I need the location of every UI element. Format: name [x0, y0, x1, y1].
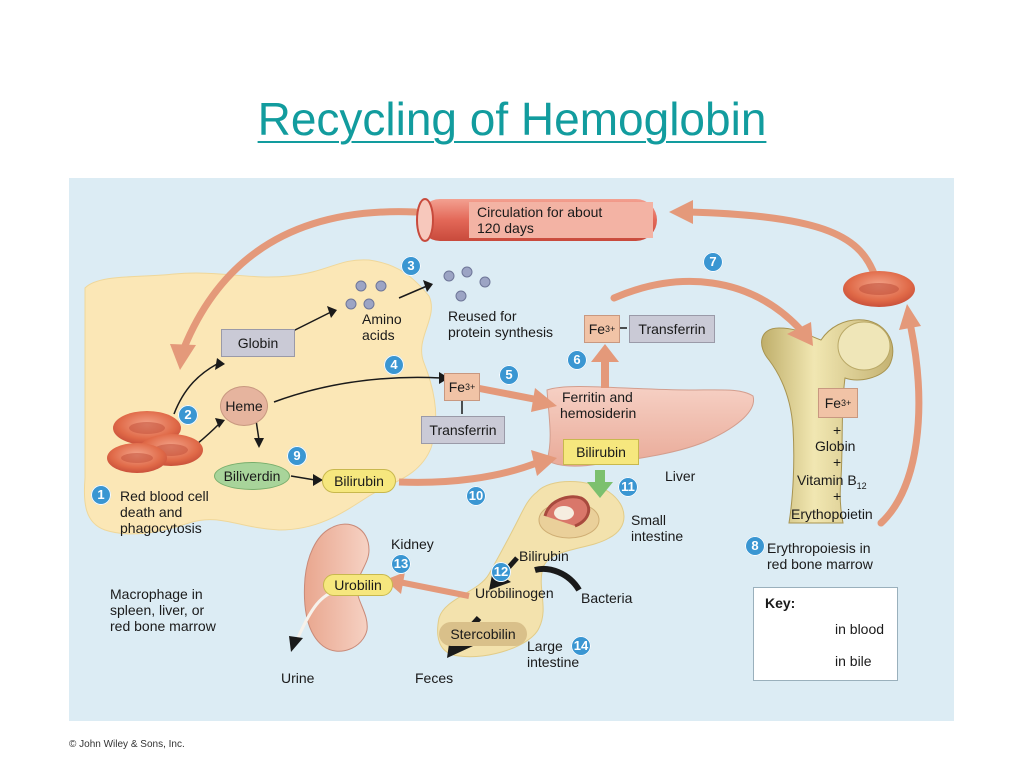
ferritin-line2: hemosiderin: [560, 405, 637, 421]
ferritin-line1: Ferritin and: [562, 389, 633, 405]
step-badge-11: 11: [618, 477, 638, 497]
key-title: Key:: [765, 595, 796, 611]
reused-line2: protein synthesis: [448, 324, 554, 340]
vitamin-b12-label: Vitamin B12: [797, 472, 867, 491]
reused-line1: Reused for: [448, 308, 517, 324]
rbc-death-line1: Red blood cell: [120, 488, 209, 504]
small-intestine-line2: intestine: [631, 528, 684, 544]
step-badge-5: 5: [499, 365, 519, 385]
urobilin-node: Urobilin: [323, 574, 393, 596]
heme-node: Heme: [220, 386, 268, 426]
step-badge-6: 6: [567, 350, 587, 370]
step-badge-13: 13: [391, 554, 411, 574]
urobilinogen-label: Urobilinogen: [475, 585, 554, 601]
small-intestine-line1: Small: [631, 512, 667, 528]
large-intestine-line2: intestine: [527, 654, 580, 670]
step-badge-2: 2: [178, 405, 198, 425]
transferrin-mid-box: Transferrin: [421, 416, 505, 444]
rbc-death-line2: death and: [120, 504, 183, 520]
circulation-line2: 120 days: [477, 220, 534, 236]
globin-box: Globin: [221, 329, 295, 357]
rbc-death-line3: phagocytosis: [120, 520, 202, 536]
step-badge-9: 9: [287, 446, 307, 466]
hemoglobin-recycling-diagram: Circulation for about 120 days 1 2 3 4 5…: [69, 178, 954, 721]
step-badge-4: 4: [384, 355, 404, 375]
bilirubin-intestine-label: Bilirubin: [519, 548, 569, 564]
plus-1: +: [833, 422, 842, 438]
macrophage-line3: red bone marrow: [110, 618, 216, 634]
slide-title: Recycling of Hemoglobin: [257, 93, 767, 145]
erythropoiesis-line2: red bone marrow: [767, 556, 873, 572]
transferrin-top-box: Transferrin: [629, 315, 715, 343]
step-badge-7: 7: [703, 252, 723, 272]
urine-label: Urine: [281, 670, 315, 686]
step-badge-3: 3: [401, 256, 421, 276]
liver-label: Liver: [665, 468, 696, 484]
bilirubin-macrophage-node: Bilirubin: [322, 469, 396, 493]
step-badge-8: 8: [745, 536, 765, 556]
dying-red-blood-cells: [107, 411, 203, 473]
globin-bone-label: Globin: [815, 438, 856, 454]
diagram-artwork: [83, 198, 923, 672]
stercobilin-node: Stercobilin: [439, 622, 527, 646]
plus-2: +: [833, 454, 842, 470]
step-badge-10: 10: [466, 486, 486, 506]
feces-label: Feces: [415, 670, 454, 686]
step-badge-12: 12: [491, 562, 511, 582]
circulation-line1: Circulation for about: [477, 204, 603, 220]
large-intestine-line1: Large: [527, 638, 563, 654]
kidney-label: Kidney: [391, 536, 434, 552]
key-bile-label: in bile: [835, 653, 872, 669]
amino-acids-line1: Amino: [362, 311, 402, 327]
erythropoiesis-line1: Erythropoiesis in: [767, 540, 871, 556]
amino-acids-line2: acids: [362, 327, 395, 343]
copyright-notice: © John Wiley & Sons, Inc.: [69, 739, 185, 750]
plus-3: +: [833, 488, 842, 504]
step-badge-1: 1: [91, 485, 111, 505]
macrophage-line1: Macrophage in: [110, 586, 203, 602]
biliverdin-node: Biliverdin: [214, 462, 290, 490]
bacteria-label: Bacteria: [581, 590, 633, 606]
erythropoietin-label: Erythopoietin: [791, 506, 873, 522]
step-badge-14: 14: [571, 636, 591, 656]
key-blood-label: in blood: [835, 621, 885, 637]
bilirubin-liver-box: Bilirubin: [563, 439, 639, 465]
legend-key: Key: in blood in bile: [753, 587, 898, 681]
macrophage-line2: spleen, liver, or: [110, 602, 205, 618]
